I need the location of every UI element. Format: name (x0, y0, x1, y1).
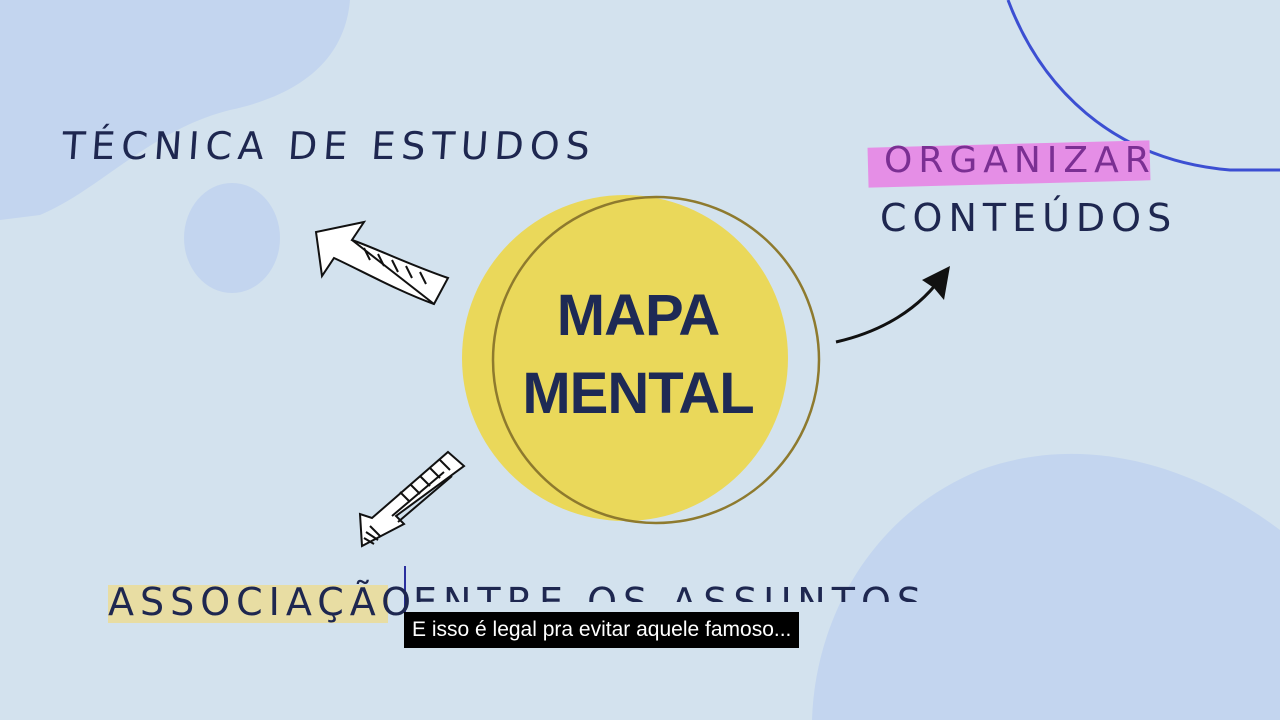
bottom-right-blob (812, 453, 1280, 720)
branch-organizar: ORGANIZAR (884, 140, 1156, 181)
center-title-line1: MAPA (556, 283, 720, 348)
top-right-arc (1006, 0, 1280, 172)
yellow-circle (462, 195, 788, 521)
center-title-line2: MENTAL (522, 361, 754, 426)
branch-conteudos: CONTEÚDOS (880, 196, 1178, 240)
arrow-to-tecnica (314, 220, 450, 306)
branch-entre-os-assuntos: ENTRE OS ASSUNTOS (413, 580, 927, 624)
circle-outline (491, 195, 821, 525)
arrow-to-organizar (835, 266, 950, 344)
arrow-to-associacao (358, 450, 466, 548)
small-blob (184, 183, 280, 293)
associacao-highlight (108, 585, 388, 623)
branch-tecnica-de-estudos: TÉCNICA DE ESTUDOS (60, 124, 598, 168)
caption-subtitle: E isso é legal pra evitar aquele famoso.… (404, 612, 800, 648)
branch-associacao: ASSOCIAÇÃO (108, 580, 417, 624)
top-left-blob (0, 0, 350, 220)
